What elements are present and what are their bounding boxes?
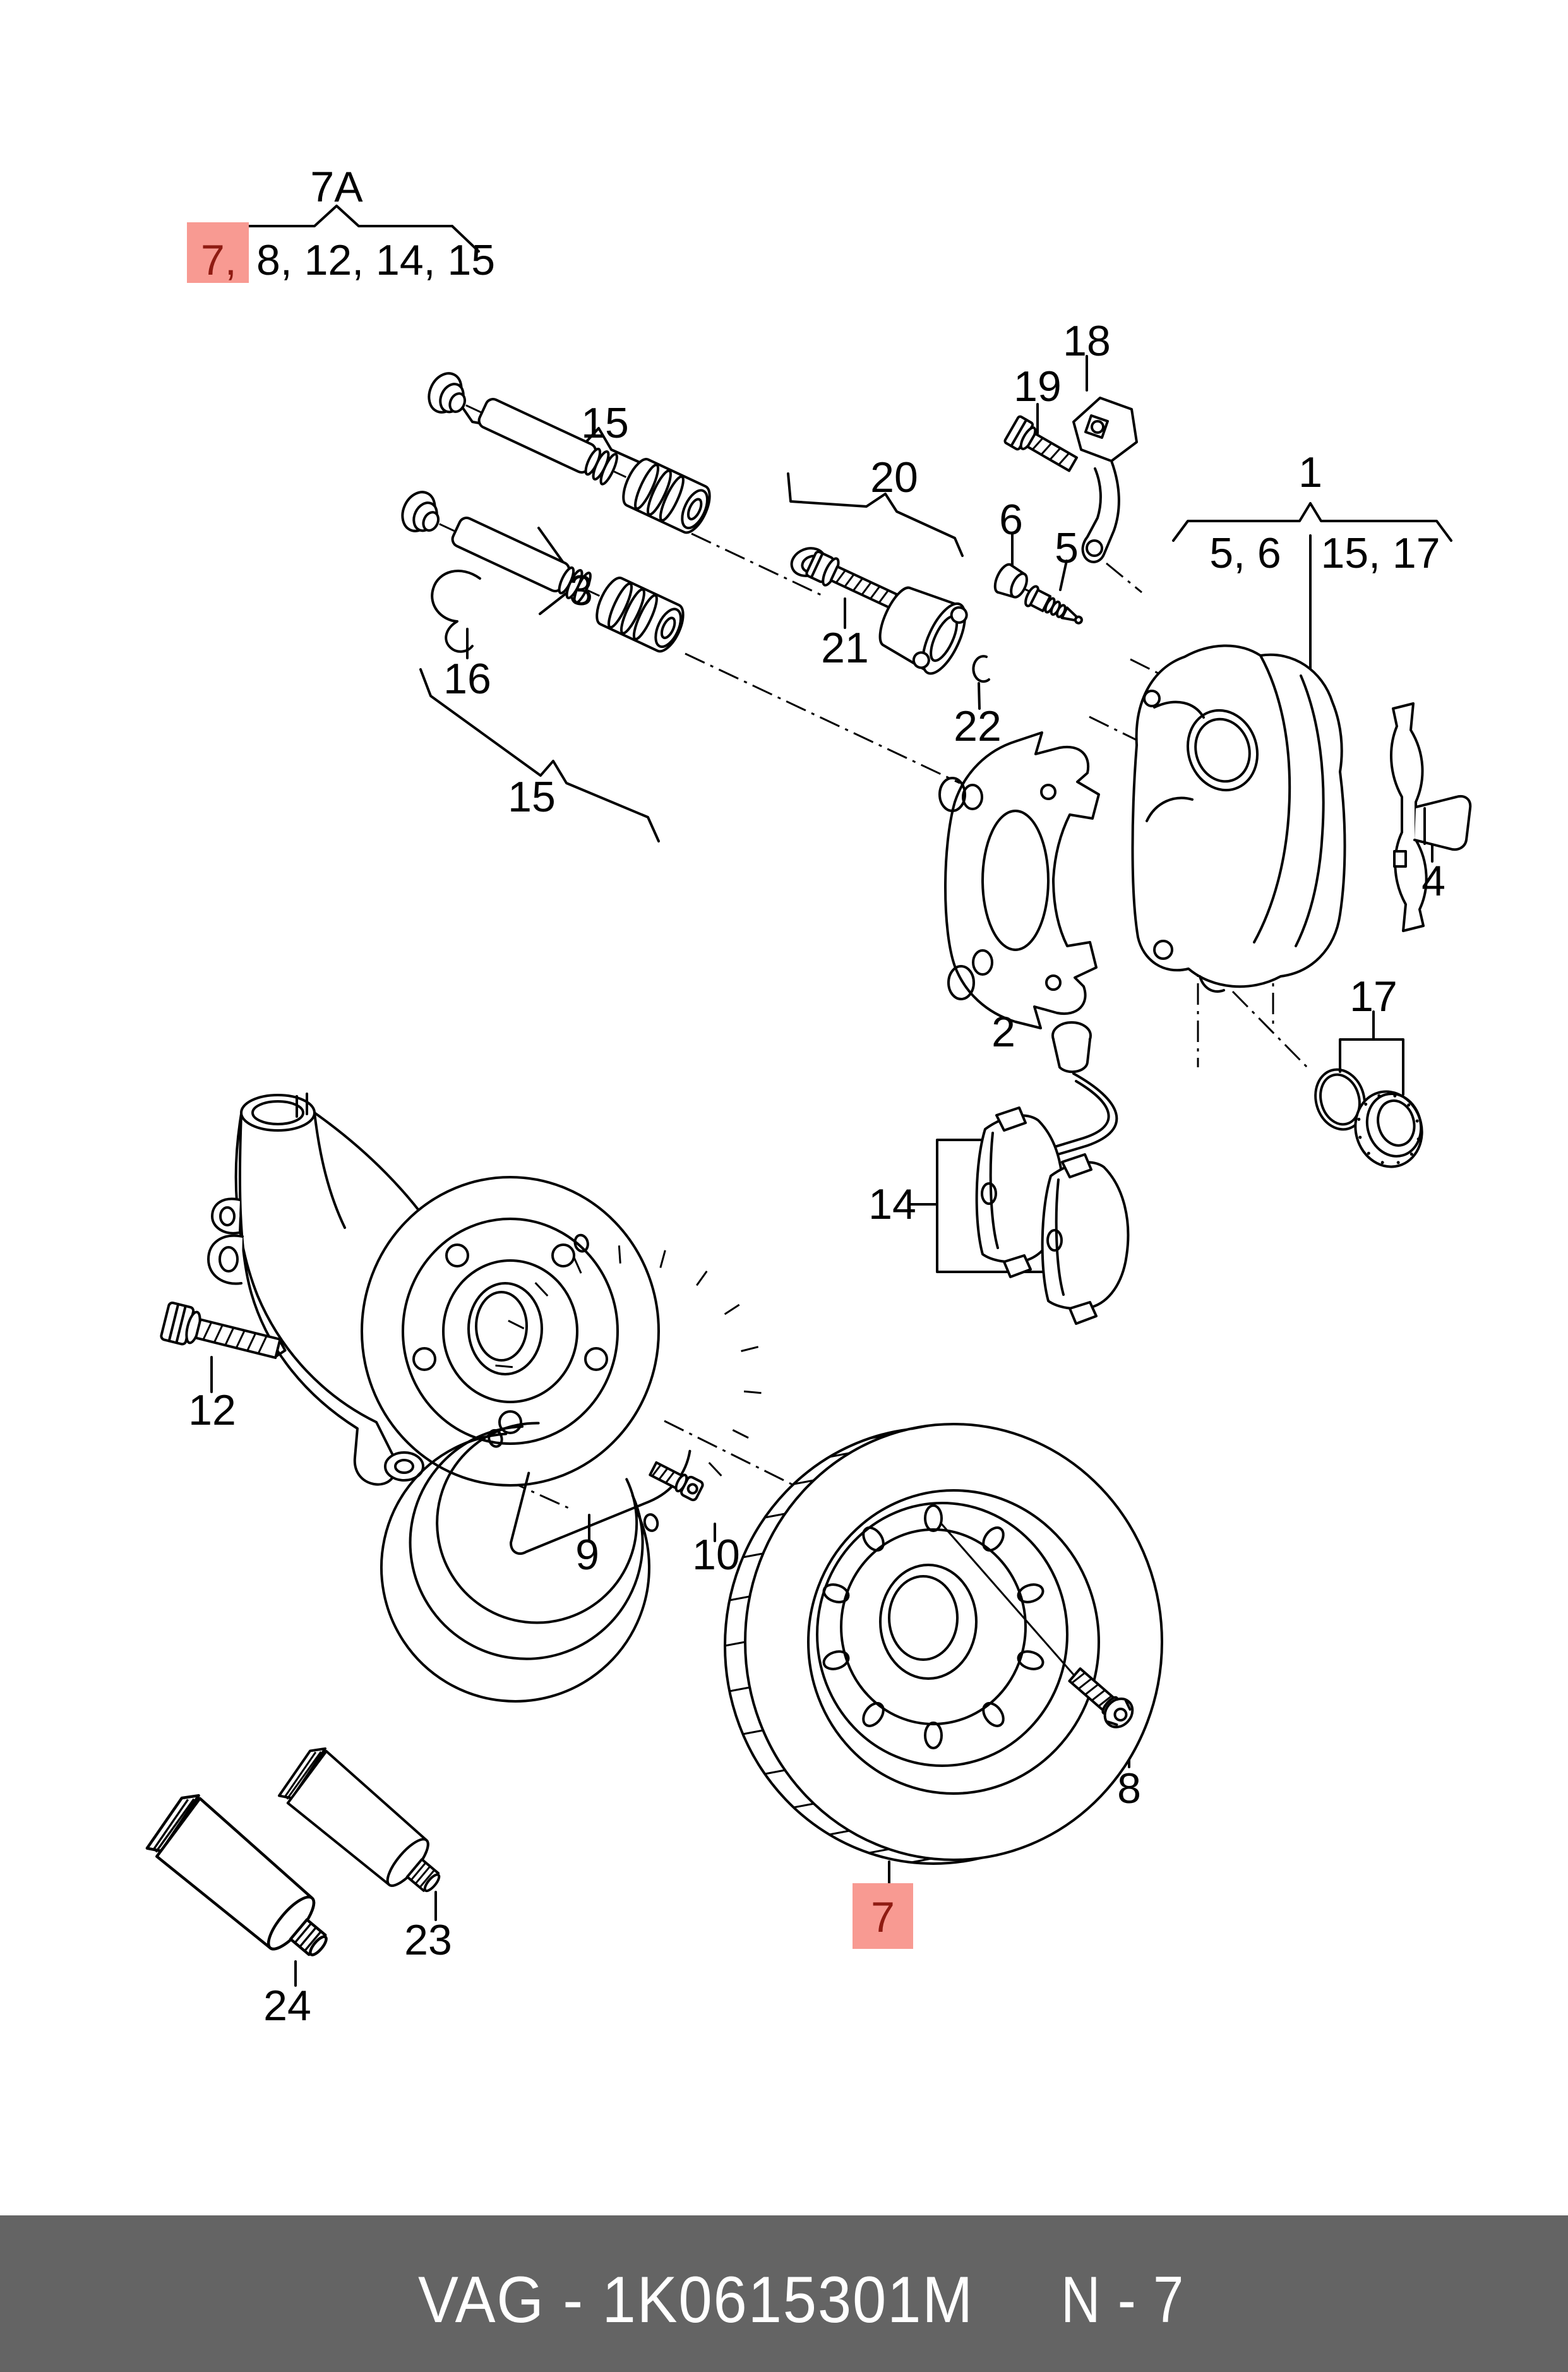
part-oring-17	[1314, 1068, 1366, 1131]
label-15-lower[interactable]: 15	[508, 773, 556, 821]
part-bolt-21	[805, 550, 899, 609]
part-steering-knuckle-12	[207, 1093, 443, 1486]
label-1[interactable]: 1	[1298, 448, 1322, 496]
label-15-17[interactable]: 15, 17	[1320, 529, 1440, 577]
part-bracket-18	[1072, 397, 1138, 563]
vent-slots	[724, 1424, 932, 1864]
part-cap-6	[993, 563, 1028, 599]
part-splash-shield-9	[380, 1233, 762, 1703]
part-wheel-hub	[361, 1176, 660, 1487]
footer-part-code: VAG - 1K0615301M	[418, 2263, 974, 2337]
part-bolt-19	[1003, 415, 1079, 472]
footer-background	[0, 2215, 1568, 2372]
part-wear-sensor-wire	[1012, 1021, 1118, 1170]
part-bolt-10	[649, 1461, 704, 1502]
label-20[interactable]: 20	[870, 453, 918, 501]
label-22[interactable]: 22	[954, 702, 1002, 750]
label-2[interactable]: 2	[991, 1008, 1015, 1056]
part-spring-clip-4	[1390, 702, 1472, 932]
label-9[interactable]: 9	[575, 1531, 599, 1579]
label-3[interactable]: 3	[569, 566, 593, 614]
label-12[interactable]: 12	[188, 1386, 236, 1434]
part-retaining-clip-16	[431, 570, 481, 653]
part-brake-pads-14	[975, 1106, 1130, 1325]
part-bolt-12	[160, 1302, 287, 1359]
part-piston-20	[878, 586, 968, 675]
highlight-box-part-7[interactable]	[853, 1883, 913, 1949]
label-19[interactable]: 19	[1014, 362, 1062, 410]
group-items-rest[interactable]: 8, 12, 14, 15	[256, 236, 495, 284]
part-carrier-2	[938, 731, 1100, 1029]
label-10[interactable]: 10	[692, 1531, 740, 1579]
part-knurled-ring-17	[1354, 1090, 1423, 1168]
label-8[interactable]: 8	[1117, 1764, 1141, 1812]
wheel-bolt-holes	[822, 1504, 1044, 1749]
highlight-box-group-7[interactable]	[187, 222, 249, 283]
label-15-upper[interactable]: 15	[581, 399, 629, 447]
label-4[interactable]: 4	[1421, 857, 1445, 905]
footer-page-number: N - 7	[1061, 2263, 1185, 2337]
part-brake-disc-7	[724, 1423, 1163, 1865]
label-6[interactable]: 6	[999, 496, 1023, 544]
part-clip-22	[972, 655, 990, 683]
footer-bar: VAG - 1K0615301M N - 7	[0, 2215, 1568, 2372]
label-18[interactable]: 18	[1063, 317, 1111, 365]
label-16[interactable]: 16	[443, 655, 491, 703]
part-grease-tube-23	[273, 1740, 458, 1911]
label-17[interactable]: 17	[1350, 973, 1397, 1021]
part-bolt-8	[1068, 1667, 1134, 1728]
part-caliper-1	[1131, 644, 1346, 993]
part-guide-pin-upper	[419, 362, 717, 539]
label-24[interactable]: 24	[263, 1982, 311, 2030]
part-bleeder-valve-5	[1024, 585, 1083, 625]
label-14[interactable]: 14	[868, 1180, 916, 1228]
label-5-6[interactable]: 5, 6	[1209, 529, 1281, 577]
group-item-7[interactable]: 7,	[201, 236, 237, 284]
label-23[interactable]: 23	[404, 1916, 452, 1964]
label-5[interactable]: 5	[1055, 524, 1079, 572]
label-21[interactable]: 21	[821, 624, 869, 672]
label-7-highlighted[interactable]: 7	[871, 1893, 895, 1941]
group-title-7a[interactable]: 7A	[310, 163, 363, 211]
